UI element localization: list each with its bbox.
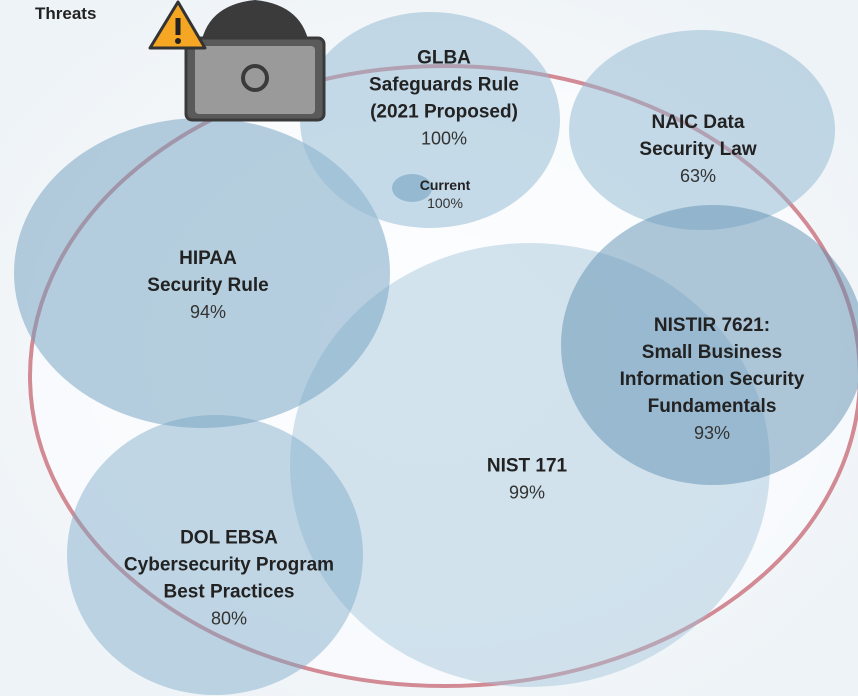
circle-dol [67, 415, 363, 695]
glba-current-percent: 100% [427, 195, 463, 211]
label-nist171: NIST 171 99% [487, 453, 567, 506]
dol-percent: 80% [210, 608, 248, 629]
label-glba: GLBA Safeguards Rule (2021 Proposed) 100… [369, 45, 519, 152]
nistir-title-line-2: Small Business [641, 342, 783, 363]
dol-title-line-1: DOL EBSA [180, 527, 278, 549]
circle-naic [569, 30, 835, 230]
hipaa-title-line-1: HIPAA [179, 248, 237, 269]
glba-title-line-1: GLBA [417, 47, 471, 69]
warning-triangle-icon [148, 0, 207, 50]
threats-label: Threats [35, 4, 97, 23]
label-hipaa: HIPAA Security Rule 94% [147, 245, 268, 325]
nistir-percent: 93% [693, 423, 731, 443]
circle-nistir [561, 205, 858, 485]
label-naic: NAIC Data Security Law 63% [639, 109, 756, 189]
label-glba-current: Current 100% [420, 176, 471, 212]
circle-hipaa [14, 118, 390, 428]
circle-glba-current [392, 174, 432, 202]
nistir-title-line-4: Fundamentals [647, 396, 777, 417]
nistir-title-line-1: NISTIR 7621: [653, 315, 771, 336]
hipaa-title-line-2: Security Rule [147, 275, 269, 296]
glba-title-line-3: (2021 Proposed) [370, 101, 518, 123]
label-dol: DOL EBSA Cybersecurity Program Best Prac… [124, 525, 334, 632]
glba-percent: 100% [420, 128, 468, 149]
naic-title-line-1: NAIC Data [651, 112, 745, 133]
glba-current-title: Current [419, 177, 471, 193]
glba-title-line-2: Safeguards Rule [369, 74, 519, 96]
dol-title-line-2: Cybersecurity Program [123, 554, 335, 576]
naic-title-line-2: Security Law [639, 139, 757, 160]
hipaa-percent: 94% [189, 302, 227, 322]
naic-percent: 63% [679, 166, 717, 186]
hacker-laptop-icon [184, 0, 326, 122]
dol-title-line-3: Best Practices [163, 581, 295, 603]
nistir-title-line-3: Information Security [619, 369, 805, 390]
label-nistir: NISTIR 7621: Small Business Information … [620, 312, 805, 446]
nist171-percent: 99% [508, 482, 546, 503]
circle-glba [300, 12, 560, 228]
nist171-title: NIST 171 [486, 455, 568, 477]
